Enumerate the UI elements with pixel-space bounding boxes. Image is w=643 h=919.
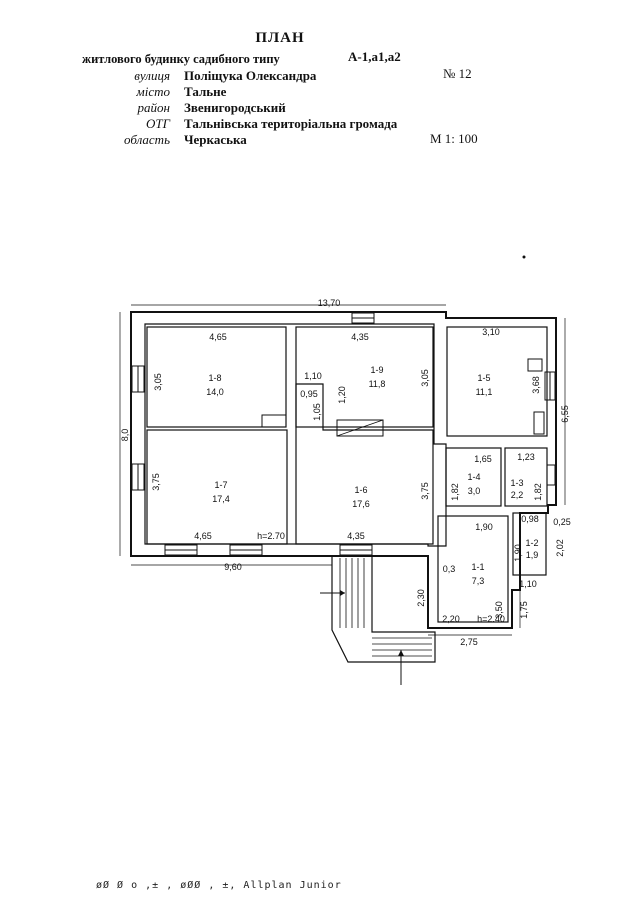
dimension-label: 1,23 (517, 452, 535, 462)
dimension-label: 1,75 (519, 601, 529, 619)
room-area: 3,0 (468, 486, 481, 496)
dimension-label: 4,35 (351, 332, 369, 342)
room-area: 2,2 (511, 490, 524, 500)
address-value: Поліщука Олександра (184, 68, 317, 83)
room-box-1-7 (146, 429, 288, 545)
windows (131, 312, 556, 556)
room-box-1-2 (512, 512, 547, 576)
dimension-label: 2,02 (555, 539, 565, 557)
dimension-label: 1,90 (513, 544, 523, 562)
room-id: 1-1 (471, 562, 484, 572)
outer-wall (130, 311, 557, 629)
room-id: 1-4 (467, 472, 480, 482)
room-area: 11,1 (476, 387, 493, 397)
room-box-1-1 (437, 515, 509, 623)
room-id: 1-5 (477, 373, 490, 383)
plan-subtitle: житлового будинку садибного типу (82, 52, 280, 66)
dimension-label: 4,65 (209, 332, 227, 342)
room-id: 1-6 (354, 485, 367, 495)
dimension-label: 1,05 (312, 403, 322, 421)
dimension-label: 2,75 (460, 637, 478, 647)
room-area: 7,3 (472, 576, 485, 586)
porch-outline (331, 556, 436, 663)
address-label: вулиця (134, 68, 170, 83)
room-box-1-9 (295, 326, 434, 428)
dimension-label: 3,50 (494, 601, 504, 619)
dimension-label: 3,10 (482, 327, 500, 337)
dimension-label: 1,90 (475, 522, 493, 532)
stove-icon (336, 419, 384, 437)
gas-stove-icon (527, 358, 543, 372)
address-label: місто (136, 84, 170, 99)
room-id: 1-7 (214, 480, 227, 490)
dimension-label: 1,10 (304, 371, 322, 381)
room-id: 1-3 (510, 478, 523, 488)
stove-icon (261, 414, 287, 428)
address-label: область (124, 132, 170, 147)
room-id: 1-8 (208, 373, 221, 383)
room-box-1-4 (445, 447, 502, 507)
address-label: район (137, 100, 170, 115)
dimension-label: h=2.40 (477, 614, 505, 624)
scale-label: М 1: 100 (430, 131, 478, 146)
room-box-1-5 (446, 326, 548, 437)
dimension-label: 6,55 (560, 405, 570, 423)
room-id: 1-9 (370, 365, 383, 375)
dimension-label: 1,20 (337, 386, 347, 404)
room-box-1-8 (146, 326, 287, 428)
room-area: 17,6 (352, 499, 370, 509)
dimension-label: 4,35 (347, 531, 365, 541)
address-value: Тальне (184, 84, 227, 99)
dimension-label: h=2.70 (257, 531, 285, 541)
dimension-label: 2,20 (442, 614, 460, 624)
dimension-label: 3,75 (420, 482, 430, 500)
dimension-label: 0,25 (553, 517, 571, 527)
room-area: 17,4 (212, 494, 230, 504)
address-label: ОТГ (145, 116, 170, 131)
dimension-label: 0,3 (443, 564, 456, 574)
room-area: 1,9 (526, 550, 539, 560)
house-number: № 12 (443, 66, 472, 81)
dimension-label: 3,75 (151, 473, 161, 491)
dimension-label: 3,05 (420, 369, 430, 387)
dimension-label: 1,65 (474, 454, 492, 464)
address-value: Тальнівська територіальна громада (184, 116, 398, 131)
plan-title: ПЛАН (255, 30, 305, 46)
dimension-label: 13,70 (318, 298, 341, 308)
footer-text: øØ Ø o ,± , øØØ , ±, Allplan Junior (96, 880, 342, 891)
dimension-label: 8,0 (120, 429, 130, 442)
dimension-label: 3,05 (153, 373, 163, 391)
boiler-icon (533, 411, 545, 435)
dimension-label: 2,30 (416, 589, 426, 607)
address-value: Звенигородський (184, 100, 286, 115)
dimension-label: 1,10 (519, 579, 537, 589)
dimension-label: 1,82 (533, 483, 543, 501)
room-box-1-6 (295, 383, 434, 545)
dimension-label: 0,98 (521, 514, 539, 524)
address-value: Черкаська (184, 132, 247, 147)
dimension-label: 1,82 (450, 483, 460, 501)
stair-steps (339, 558, 432, 657)
dimension-label: 3,68 (531, 376, 541, 394)
room-area: 11,8 (369, 379, 386, 389)
litera-label: А-1,а1,а2 (348, 49, 401, 64)
dimension-label: 9,60 (224, 562, 242, 572)
dimension-label: 4,65 (194, 531, 212, 541)
dimension-label: 0,95 (300, 389, 318, 399)
room-id: 1-2 (525, 538, 538, 548)
room-area: 14,0 (206, 387, 224, 397)
